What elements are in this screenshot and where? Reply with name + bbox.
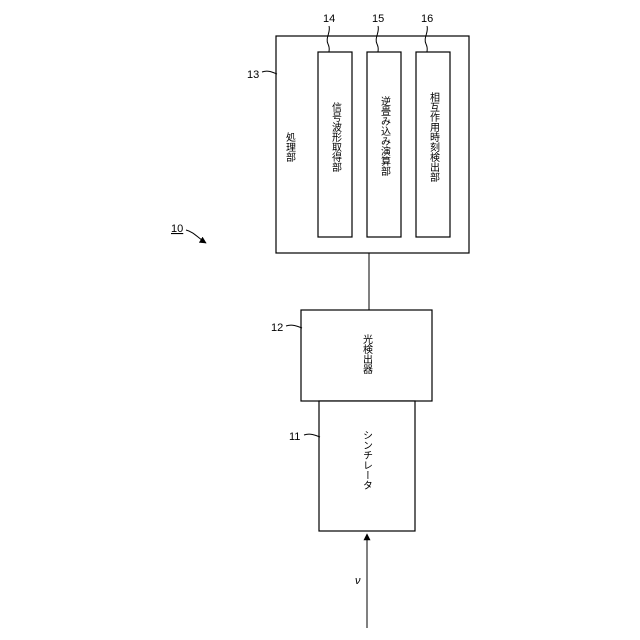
deconvolution-unit: 逆畳み込み演算部 xyxy=(367,52,401,237)
ref-label-13: 13 xyxy=(247,69,259,81)
ref-leader-12 xyxy=(286,325,302,328)
ref-10: 10 xyxy=(171,223,206,243)
photodetector-label: 光検出器 xyxy=(361,333,373,375)
ref-label-11: 11 xyxy=(289,431,300,443)
photodetector: 光検出器 xyxy=(301,310,432,401)
signal-waveform-unit-label: 信号波形取得部 xyxy=(330,102,342,173)
ref-13: 13 xyxy=(247,69,277,81)
ref-leader-10 xyxy=(186,230,206,243)
deconvolution-unit-label: 逆畳み込み演算部 xyxy=(379,95,391,177)
input-symbol: ν xyxy=(355,575,361,587)
scintillator: シンチレータ xyxy=(319,401,415,531)
ref-11: 11 xyxy=(289,431,320,443)
ref-leader-11 xyxy=(304,434,320,437)
scintillator-label: シンチレータ xyxy=(361,430,373,490)
ref-label-15: 15 xyxy=(372,13,384,25)
interaction-time-unit-label: 相互作用時刻検出部 xyxy=(428,91,440,183)
ref-label-14: 14 xyxy=(323,13,335,25)
ref-leader-13 xyxy=(262,71,277,74)
signal-waveform-unit: 信号波形取得部 xyxy=(318,52,352,237)
processing-unit-label: 処理部 xyxy=(284,131,296,163)
ref-label-10: 10 xyxy=(171,223,183,235)
ref-12: 12 xyxy=(271,322,302,334)
ref-label-16: 16 xyxy=(421,13,433,25)
ref-label-12: 12 xyxy=(271,322,283,334)
interaction-time-unit: 相互作用時刻検出部 xyxy=(416,52,450,237)
